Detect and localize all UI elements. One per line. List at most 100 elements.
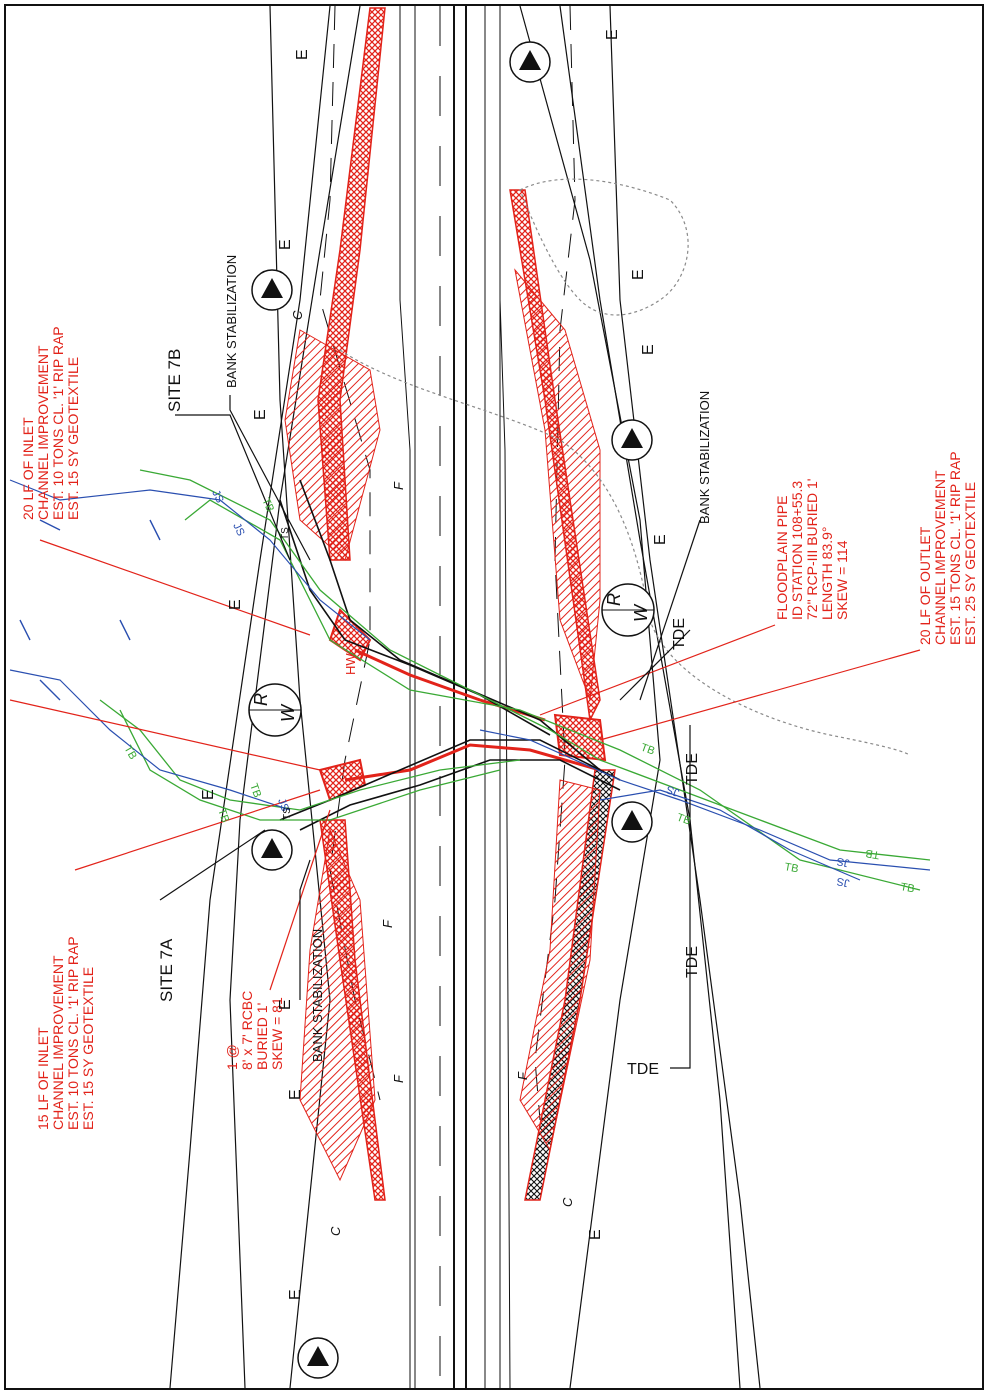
e-label-4: E (227, 599, 244, 610)
note-inlet-20: 20 LF OF INLET CHANNEL IMPROVEMENT EST. … (20, 326, 81, 520)
f-label-1: F (391, 481, 406, 490)
tb-label-8: TB (899, 881, 915, 895)
channel-improvement-areas (284, 7, 616, 1201)
note-outlet-20-line-1: 20 LF OF OUTLET (917, 526, 933, 645)
floodplain-pipe-line (354, 648, 546, 722)
tb-label-1: TB (259, 496, 276, 514)
e-label-13: E (587, 1229, 604, 1240)
upper-right-wedge (514, 268, 601, 701)
tb-label-5: TB (639, 742, 656, 758)
e-label-2: E (277, 239, 294, 250)
c-label-1: C (290, 310, 305, 320)
roadway-lines (399, 6, 511, 1389)
note-floodplain-line-2: ID STATION 108+55.3 (789, 481, 805, 620)
note-floodplain-line-1: FLOODPLAIN PIPE (774, 496, 790, 620)
js-label-2: JS (230, 521, 246, 538)
outlet-apron (553, 713, 607, 762)
marker-bottom-left (297, 1337, 339, 1379)
stream-lines (9, 479, 931, 881)
note-rcbc-line-4: SKEW = 81 (269, 997, 285, 1070)
tde-label-4: TDE (627, 1061, 659, 1078)
note-floodplain-line-5: SKEW = 114 (834, 540, 850, 620)
survey-markers (251, 41, 653, 1379)
note-inlet-15-line-2: CHANNEL IMPROVEMENT (50, 955, 66, 1130)
ts-label-2: TS (282, 807, 293, 820)
js-label-6: JS (836, 875, 851, 889)
ts-label-1: TS (280, 527, 291, 540)
upper-left-wedge (284, 329, 381, 561)
sheet-border (4, 4, 984, 1390)
marker-upper-left (251, 269, 293, 311)
note-inlet-20-line-3: EST. 10 TONS CL. '1' RIP RAP (50, 326, 66, 520)
e-label-10: E (630, 269, 647, 280)
note-inlet-20-line-1: 20 LF OF INLET (20, 417, 36, 520)
marker-top-right (509, 41, 551, 83)
tree-line (339, 178, 911, 756)
js-label-1: JS (209, 488, 225, 505)
note-rcbc: 1 @ 8' x 7' RCBC BURIED 1' SKEW = 81 (224, 991, 285, 1070)
inlet-apron-7b (328, 608, 372, 662)
e-label-9: E (604, 29, 621, 40)
tb-label-3: TB (247, 782, 263, 799)
leader-lines (9, 395, 921, 1069)
bank-stabilization-label-2: BANK STABILIZATION (697, 391, 712, 524)
f-label-2: F (380, 919, 395, 928)
e-label-1: E (294, 49, 311, 60)
rw-w-right: W (631, 603, 651, 622)
tb-label-9: TB (865, 847, 881, 861)
note-outlet-20: 20 LF OF OUTLET CHANNEL IMPROVEMENT EST.… (917, 451, 978, 645)
tb-label-6: TB (675, 812, 692, 828)
note-rcbc-line-2: 8' x 7' RCBC (239, 991, 255, 1070)
tde-label-1: TDE (671, 618, 688, 650)
note-rcbc-line-3: BURIED 1' (254, 1003, 270, 1070)
f-label-4: F (515, 1071, 530, 1080)
c-label-2: C (328, 1226, 343, 1236)
rcbc-line (344, 743, 601, 782)
e-label-3: E (252, 409, 269, 420)
js-label-3: JS (275, 797, 291, 813)
js-label-4: JS (665, 783, 681, 799)
tb-label-7: TB (783, 861, 799, 875)
rw-r-right: R (604, 593, 624, 606)
tde-label-3: TDE (684, 946, 701, 978)
marker-lower-left (251, 829, 293, 871)
marker-upper-right (611, 419, 653, 461)
lower-right-wedge (519, 779, 601, 1152)
js-label-5: JS (836, 855, 851, 869)
lower-left-wedge (299, 828, 376, 1182)
rw-r-left: R (251, 693, 271, 706)
culverts (344, 648, 601, 782)
e-label-12: E (652, 534, 669, 545)
note-inlet-15-line-3: EST. 10 TONS CL. '1' RIP RAP (65, 936, 81, 1130)
tde-label-2: TDE (684, 753, 701, 785)
hw-label: HW (343, 653, 358, 675)
e-label-8: E (287, 1289, 304, 1300)
c-label-3: C (560, 1197, 575, 1207)
rw-w-left: W (278, 703, 298, 722)
note-inlet-20-line-2: CHANNEL IMPROVEMENT (35, 345, 51, 520)
note-rcbc-line-1: 1 @ (224, 1044, 240, 1070)
marker-lower-right (611, 801, 653, 843)
note-inlet-15-line-1: 15 LF OF INLET (35, 1027, 51, 1130)
right-of-way-markers (248, 583, 655, 737)
note-inlet-15-line-4: EST. 15 SY GEOTEXTILE (80, 967, 96, 1130)
note-inlet-20-line-4: EST. 15 SY GEOTEXTILE (65, 357, 81, 520)
note-floodplain-pipe: FLOODPLAIN PIPE ID STATION 108+55.3 72" … (774, 479, 850, 620)
f-label-3: F (391, 1074, 406, 1083)
note-inlet-15: 15 LF OF INLET CHANNEL IMPROVEMENT EST. … (35, 936, 96, 1130)
tb-label-4: TB (215, 807, 231, 824)
site-7b-label: SITE 7B (165, 349, 184, 412)
note-outlet-20-line-2: CHANNEL IMPROVEMENT (932, 470, 948, 645)
e-label-7: E (287, 1089, 304, 1100)
note-floodplain-line-4: LENGTH 83.9° (819, 526, 835, 620)
tb-label-2: TB (121, 744, 138, 762)
note-floodplain-line-3: 72" RCP-III BURIED 1' (804, 479, 820, 620)
bank-stabilization-label-1: BANK STABILIZATION (224, 255, 239, 388)
site-7a-label: SITE 7A (157, 938, 176, 1002)
note-outlet-20-line-4: EST. 25 SY GEOTEXTILE (962, 482, 978, 645)
e-label-6: E (277, 999, 294, 1010)
bank-stabilization-label-3: BANK STABILIZATION (310, 929, 325, 1062)
e-label-11: E (640, 344, 657, 355)
note-outlet-20-line-3: EST. 15 TONS CL. '1' RIP RAP (947, 451, 963, 645)
